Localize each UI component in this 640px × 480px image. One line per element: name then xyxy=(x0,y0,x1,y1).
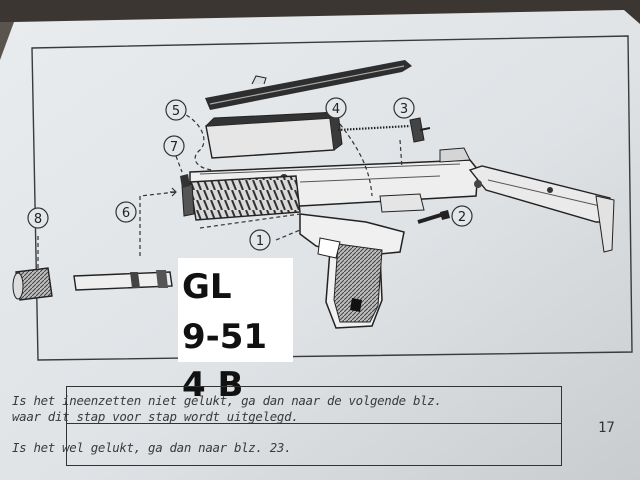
callout-3: 3 xyxy=(393,97,415,119)
instruction-line-3: Is het wel gelukt, ga dan naar blz. 23. xyxy=(12,440,292,455)
label-line-1: GL xyxy=(182,267,232,307)
svg-text:5: 5 xyxy=(172,104,180,119)
front-sight-part xyxy=(180,174,190,188)
barrel-shroud xyxy=(181,175,301,221)
diagram-frame xyxy=(31,35,633,361)
callout-5: 5 xyxy=(165,99,187,121)
bolt-part xyxy=(205,111,343,159)
grip-assembly xyxy=(299,213,405,329)
svg-text:2: 2 xyxy=(458,210,466,225)
svg-text:4: 4 xyxy=(332,102,340,117)
svg-text:8: 8 xyxy=(34,212,42,227)
callout-2: 2 xyxy=(451,205,473,227)
inventory-label-sticker xyxy=(178,258,293,362)
assembly-leader-lines xyxy=(37,111,403,268)
svg-text:6: 6 xyxy=(122,206,130,221)
callout-4: 4 xyxy=(325,97,347,119)
barrel-nut-part xyxy=(12,267,53,301)
label-line-3: 4 B xyxy=(182,365,244,405)
folding-stock xyxy=(468,165,615,253)
svg-text:1: 1 xyxy=(256,234,264,249)
instruction-line-2: waar dit stap voor stap wordt uitgelegd. xyxy=(12,409,299,424)
callout-8: 8 xyxy=(27,207,49,229)
top-cover-part xyxy=(205,60,412,110)
instruction-line-1: Is het ineenzetten niet gelukt, ga dan n… xyxy=(12,393,442,408)
page-number: 17 xyxy=(598,420,615,436)
pin-part xyxy=(417,210,450,224)
callout-1: 1 xyxy=(249,229,271,251)
instruction-box xyxy=(66,386,562,466)
svg-text:7: 7 xyxy=(170,140,178,155)
barrel-part xyxy=(73,270,173,291)
callout-6: 6 xyxy=(115,201,137,223)
spring-part xyxy=(337,117,431,143)
instruction-divider xyxy=(67,423,561,424)
svg-text:3: 3 xyxy=(400,102,408,117)
label-line-2: 9-51 xyxy=(182,317,268,357)
callout-7: 7 xyxy=(163,135,185,157)
